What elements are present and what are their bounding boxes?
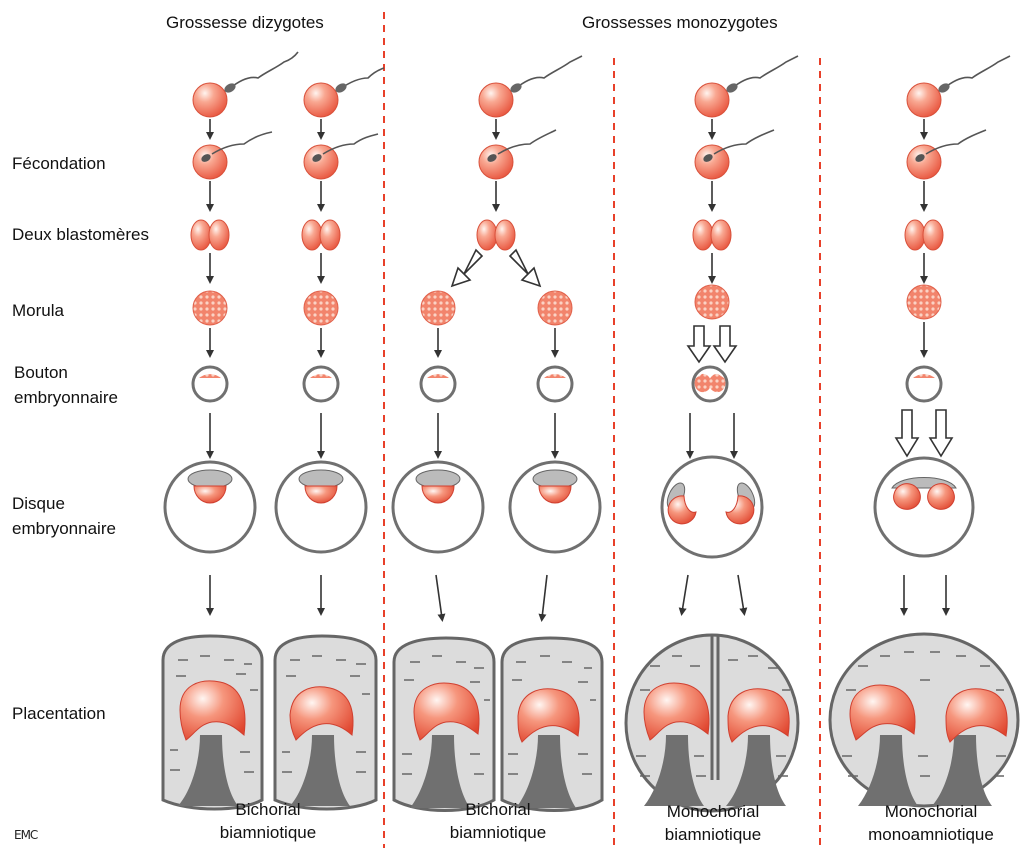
split-arrow-left xyxy=(450,248,484,288)
caption-line1: Bichorial xyxy=(465,800,531,819)
placenta-bichorial-1 xyxy=(161,634,378,811)
oocyte-cell xyxy=(694,82,730,118)
placenta-monochorial-biamniotic xyxy=(624,633,800,813)
sperm-icon xyxy=(942,55,1011,90)
dizygotic-column-1 xyxy=(163,51,299,616)
two-blastomeres xyxy=(476,219,516,251)
caption-line2: biamniotique xyxy=(664,825,762,844)
blastocyst xyxy=(302,365,340,403)
monozygotic-monochorial-monoamniotic-column xyxy=(873,55,1011,616)
embryonic-disc xyxy=(274,460,368,554)
blastocyst xyxy=(419,365,457,403)
split-arrow-right xyxy=(508,248,542,288)
blastocyst xyxy=(691,365,729,403)
caption-bichorial-biamniotic-dizygotic: Bichorial biamniotique xyxy=(183,798,353,844)
two-blastomeres xyxy=(904,219,944,251)
header-dizygotic: Grossesse dizygotes xyxy=(166,13,324,32)
row-label-deux-blastomeres: Deux blastomères xyxy=(12,225,150,244)
placenta-bichorial-2 xyxy=(392,636,604,812)
row-label-bouton-line1: Bouton xyxy=(14,363,68,382)
row-label-placentation: Placentation xyxy=(12,704,106,723)
caption-line1: Monochorial xyxy=(884,802,978,821)
monozygotic-bichorial-column xyxy=(391,55,602,622)
morula xyxy=(694,284,730,320)
caption-bichorial-biamniotic-monozygotic: Bichorial biamniotique xyxy=(413,798,583,844)
sperm-icon xyxy=(514,55,583,90)
blastocyst xyxy=(191,365,229,403)
row-label-disque-line2: embryonnaire xyxy=(12,519,116,538)
row-label-morula: Morula xyxy=(12,301,64,320)
row-label-bouton-line2: embryonnaire xyxy=(14,388,118,407)
blastocyst xyxy=(905,365,943,403)
placenta-monochorial-monoamniotic xyxy=(828,632,1020,808)
oocyte-cell xyxy=(906,82,942,118)
row-label-fecondation: Fécondation xyxy=(12,154,106,173)
caption-line2: monoamniotique xyxy=(868,825,994,844)
emc-logo: EMC xyxy=(14,828,38,842)
sperm-icon xyxy=(339,67,385,90)
caption-line1: Bichorial xyxy=(235,800,301,819)
two-blastomeres xyxy=(692,219,732,251)
caption-line2: biamniotique xyxy=(449,823,547,842)
two-blastomeres xyxy=(301,219,341,251)
row-label-disque-line1: Disque xyxy=(12,494,65,513)
oocyte-cell xyxy=(303,82,339,118)
morula xyxy=(420,290,456,326)
caption-monochorial-monoamniotic: Monochorial monoamniotique xyxy=(846,800,1016,846)
two-blastomeres xyxy=(190,219,230,251)
morula xyxy=(192,290,228,326)
dizygotic-column-2 xyxy=(274,67,385,616)
column-dividers xyxy=(383,12,821,848)
monozygotic-monochorial-biamniotic-column xyxy=(660,55,799,616)
oocyte-cell xyxy=(192,82,228,118)
fertilized-egg xyxy=(192,144,228,180)
caption-monochorial-biamniotic: Monochorial biamniotique xyxy=(628,800,798,846)
caption-line2: biamniotique xyxy=(219,823,317,842)
header-monozygotic: Grossesses monozygotes xyxy=(582,13,778,32)
embryonic-disc xyxy=(873,456,975,558)
morula xyxy=(537,290,573,326)
fertilized-egg xyxy=(906,144,942,180)
embryonic-disc xyxy=(508,460,602,554)
fertilized-egg xyxy=(478,144,514,180)
caption-line1: Monochorial xyxy=(666,802,760,821)
sperm-icon xyxy=(228,51,299,90)
fertilized-egg xyxy=(303,144,339,180)
morula xyxy=(906,284,942,320)
split-arrow-left xyxy=(894,409,920,458)
blastocyst xyxy=(536,365,574,403)
sperm-icon xyxy=(730,55,799,90)
embryonic-disc xyxy=(660,455,764,559)
fertilized-egg xyxy=(694,144,730,180)
split-arrow-right xyxy=(928,409,954,458)
embryonic-disc xyxy=(391,460,485,554)
split-arrow-left xyxy=(686,325,712,364)
oocyte-cell xyxy=(478,82,514,118)
morula xyxy=(303,290,339,326)
split-arrow-right xyxy=(712,325,738,364)
embryonic-disc xyxy=(163,460,257,554)
